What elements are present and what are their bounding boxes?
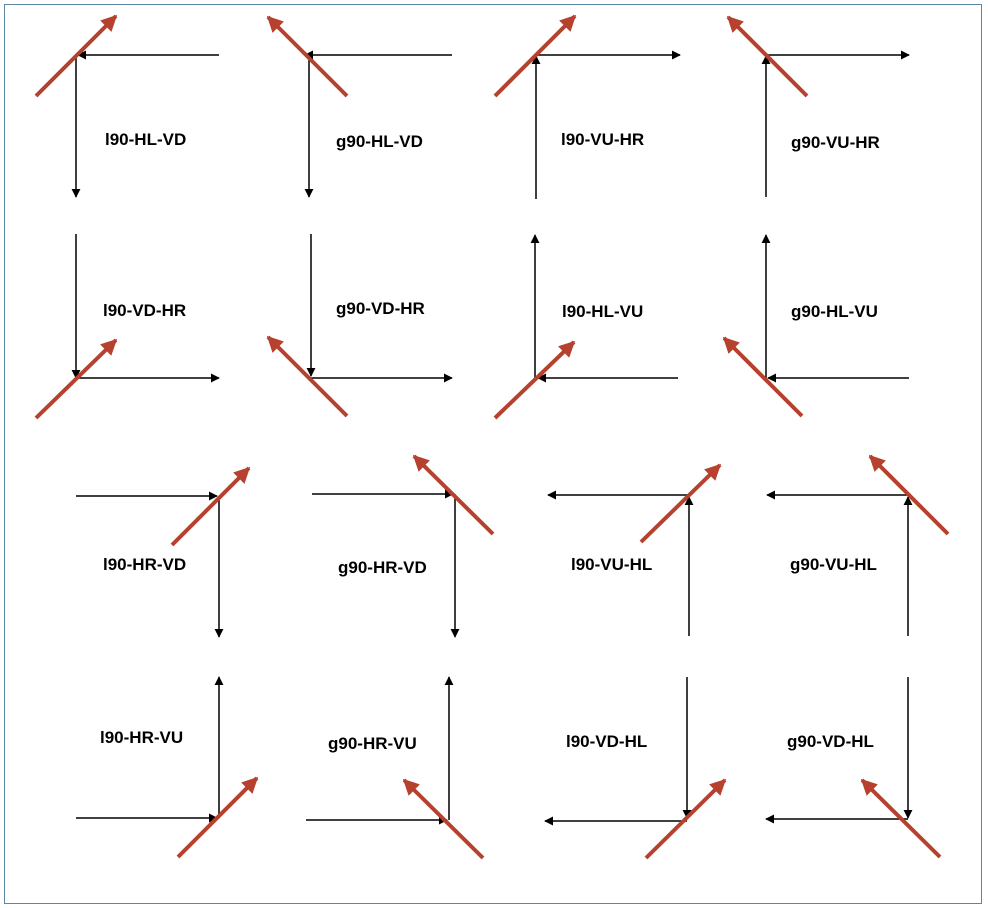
cell-l90-vu-hl: l90-VU-HL <box>547 463 722 636</box>
red-arrow <box>493 340 576 420</box>
cell-label: l90-VD-HL <box>566 732 647 751</box>
cell-g90-hr-vd: g90-HR-VD <box>312 454 495 638</box>
cell-label: g90-VU-HR <box>791 133 880 152</box>
red-arrow <box>726 15 809 98</box>
cell-label: g90-VD-HR <box>336 299 425 318</box>
cell-label: l90-VU-HR <box>561 130 644 149</box>
red-arrow <box>868 454 950 536</box>
red-arrow <box>860 778 942 859</box>
red-arrow <box>412 454 495 536</box>
cell-label: l90-VU-HL <box>571 555 652 574</box>
red-arrow <box>266 335 349 418</box>
cell-label: l90-HR-VU <box>100 728 183 747</box>
cell-label: l90-VD-HR <box>103 301 186 320</box>
cell-l90-hl-vu: l90-HL-VU <box>493 234 678 420</box>
cell-label: l90-HR-VD <box>103 555 186 574</box>
cell-l90-hl-vd: l90-HL-VD <box>34 14 219 198</box>
red-arrow <box>34 338 118 420</box>
cell-l90-vu-hr: l90-VU-HR <box>493 14 681 199</box>
cell-label: g90-HR-VU <box>328 734 417 753</box>
cell-label: l90-HL-VD <box>105 130 186 149</box>
red-arrow <box>402 778 485 860</box>
cell-l90-vd-hr: l90-VD-HR <box>34 234 220 420</box>
red-arrow <box>722 336 804 418</box>
cell-label: l90-HL-VU <box>562 302 643 321</box>
cell-label: g90-HL-VU <box>791 302 878 321</box>
cell-l90-hr-vu: l90-HR-VU <box>76 676 259 859</box>
cell-l90-hr-vd: l90-HR-VD <box>76 466 251 638</box>
cell-g90-vu-hr: g90-VU-HR <box>726 15 910 197</box>
cell-label: g90-HR-VD <box>338 558 427 577</box>
cell-g90-vu-hl: g90-VU-HL <box>766 454 950 636</box>
red-arrow <box>176 776 259 859</box>
cell-label: g90-VD-HL <box>787 732 874 751</box>
cell-g90-hr-vu: g90-HR-VU <box>306 676 485 860</box>
cell-l90-vd-hl: l90-VD-HL <box>544 677 727 860</box>
diagram-frame <box>4 4 982 904</box>
red-arrow <box>266 15 349 98</box>
red-arrow <box>644 778 727 860</box>
cell-label: g90-VU-HL <box>790 555 877 574</box>
cell-g90-vd-hr: g90-VD-HR <box>266 234 453 418</box>
cell-label: g90-HL-VD <box>336 132 423 151</box>
cell-g90-hl-vd: g90-HL-VD <box>266 15 452 198</box>
red-arrow <box>493 14 577 98</box>
cell-g90-hl-vu: g90-HL-VU <box>722 234 909 418</box>
red-arrow <box>639 463 722 544</box>
cell-g90-vd-hl: g90-VD-HL <box>765 677 942 859</box>
red-arrow <box>34 14 118 98</box>
red-arrow <box>170 466 251 547</box>
